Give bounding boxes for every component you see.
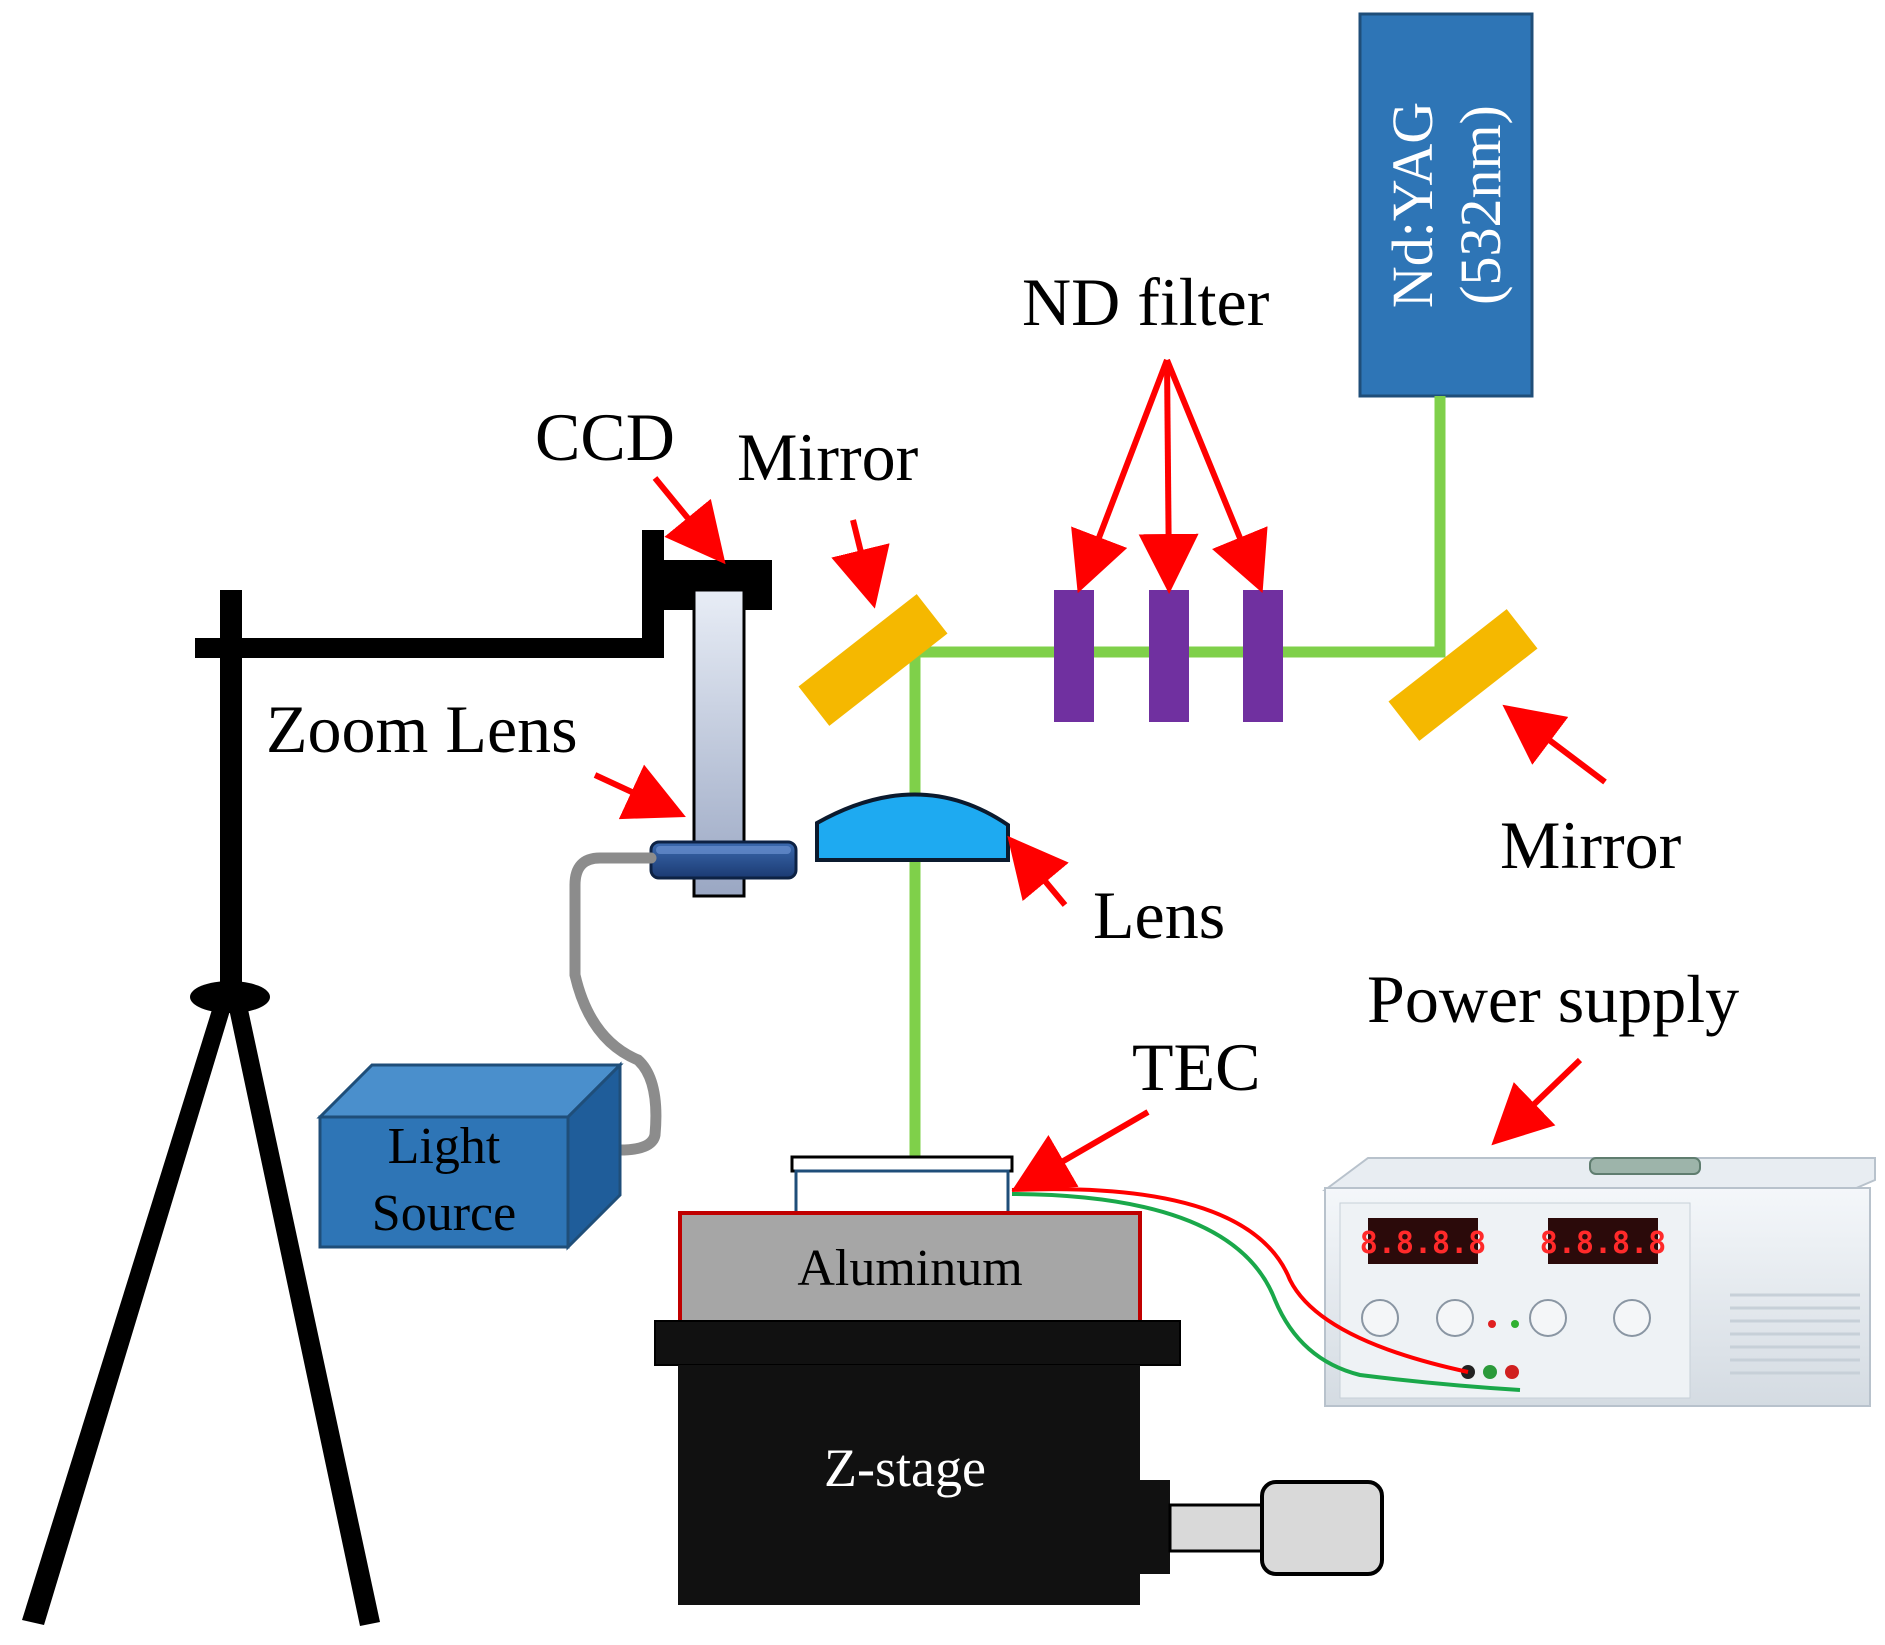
nd-filters xyxy=(1054,590,1283,722)
mirror-left xyxy=(798,594,948,726)
focusing-lens xyxy=(815,792,1010,862)
arrow-power-supply xyxy=(1491,1057,1583,1146)
tec-label: TEC xyxy=(1132,1029,1260,1105)
mirror-right-label: Mirror xyxy=(1500,807,1682,883)
z-stage-label: Z-stage xyxy=(824,1438,986,1498)
arrow-tec xyxy=(1011,1109,1150,1192)
power-supply-knob-2 xyxy=(1436,1299,1474,1337)
arrow-nd-filter-1 xyxy=(1071,358,1170,594)
light-source-label-line1: Light xyxy=(388,1118,501,1175)
power-supply-knob-4 xyxy=(1613,1299,1651,1337)
power-supply-knob-3 xyxy=(1529,1299,1567,1337)
zoom-lens-label: Zoom Lens xyxy=(266,691,578,767)
nd-filter-2 xyxy=(1149,590,1189,722)
terminal-red xyxy=(1505,1365,1519,1379)
light-source-box: Light Source xyxy=(316,1061,624,1251)
laser-label-line1: Nd:YAG xyxy=(1380,102,1445,308)
ccd-label: CCD xyxy=(535,399,675,475)
power-supply: 8.8.8.8 8.8.8.8 xyxy=(1322,1157,1876,1407)
nd-filter-label: ND filter xyxy=(1022,264,1270,340)
tec-module xyxy=(790,1155,1014,1215)
aluminum-block: Aluminum xyxy=(678,1211,1142,1325)
zoom-lens xyxy=(649,840,798,880)
power-supply-knob-1 xyxy=(1361,1299,1399,1337)
aluminum-label: Aluminum xyxy=(797,1240,1022,1297)
tripod-stand xyxy=(22,530,772,1626)
power-supply-readout-right: 8.8.8.8 xyxy=(1540,1226,1666,1261)
arrow-zoom-lens xyxy=(593,764,686,820)
terminal-green xyxy=(1483,1365,1497,1379)
tec-wires xyxy=(1011,1187,1521,1392)
mirror-left-label: Mirror xyxy=(737,419,919,495)
arrow-lens xyxy=(1007,835,1069,907)
mirror-right xyxy=(1388,609,1538,741)
nd-filter-1 xyxy=(1054,590,1094,722)
lens-label: Lens xyxy=(1093,877,1225,953)
arrow-ccd xyxy=(652,476,726,565)
power-supply-label: Power supply xyxy=(1367,961,1739,1037)
arrow-mirror-right xyxy=(1502,704,1607,785)
arrow-nd-filter-2 xyxy=(1138,359,1199,594)
light-source-label-line2: Source xyxy=(372,1185,516,1242)
fiber-cable xyxy=(569,852,662,1156)
laser-source: Nd:YAG (532nm) xyxy=(1358,12,1534,398)
arrow-nd-filter-3 xyxy=(1164,358,1268,594)
arrow-mirror-left xyxy=(831,519,890,609)
annotation-arrows xyxy=(593,358,1607,1192)
z-stage: Z-stage xyxy=(654,1320,1384,1605)
nd-filter-3 xyxy=(1243,590,1283,722)
power-supply-readout-left: 8.8.8.8 xyxy=(1360,1226,1486,1261)
laser-label-line2: (532nm) xyxy=(1448,105,1513,305)
